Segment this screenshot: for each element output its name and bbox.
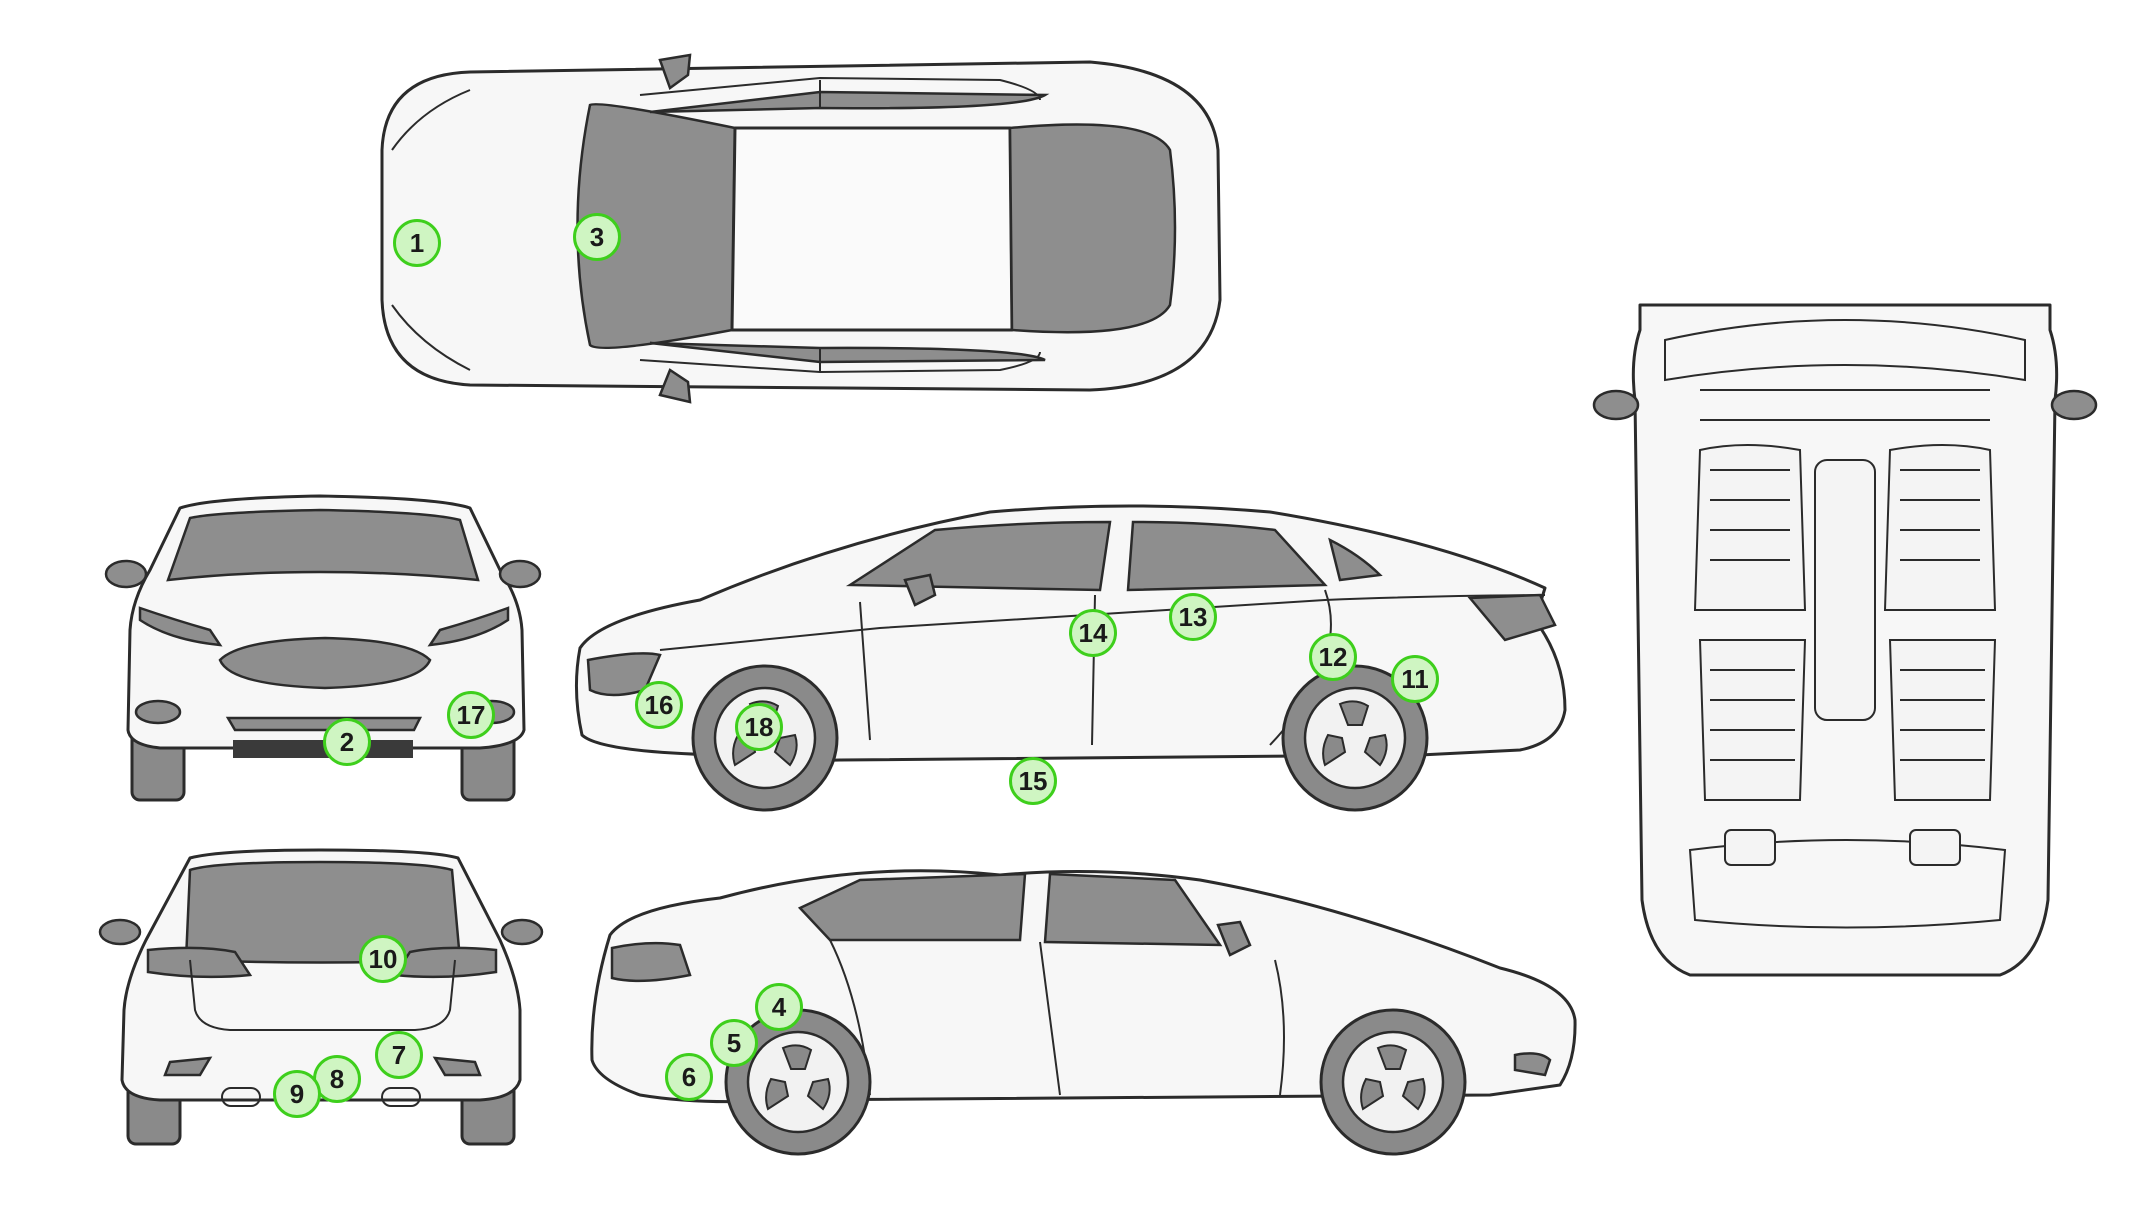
marker-13[interactable]: 13 — [1169, 593, 1217, 641]
marker-2[interactable]: 2 — [323, 718, 371, 766]
marker-10[interactable]: 10 — [359, 935, 407, 983]
top-view — [380, 53, 1222, 404]
marker-4[interactable]: 4 — [755, 983, 803, 1031]
marker-9[interactable]: 9 — [273, 1070, 321, 1118]
marker-3[interactable]: 3 — [573, 213, 621, 261]
marker-12[interactable]: 12 — [1309, 633, 1357, 681]
marker-8[interactable]: 8 — [313, 1055, 361, 1103]
marker-6[interactable]: 6 — [665, 1053, 713, 1101]
front-view — [104, 494, 542, 802]
marker-5[interactable]: 5 — [710, 1019, 758, 1067]
interior-top-view — [1592, 303, 2098, 977]
marker-15[interactable]: 15 — [1009, 757, 1057, 805]
marker-1[interactable]: 1 — [393, 219, 441, 267]
marker-17[interactable]: 17 — [447, 691, 495, 739]
side-view-right — [590, 869, 1577, 1156]
rear-view — [98, 848, 544, 1146]
marker-18[interactable]: 18 — [735, 703, 783, 751]
marker-11[interactable]: 11 — [1391, 655, 1439, 703]
marker-14[interactable]: 14 — [1069, 609, 1117, 657]
marker-7[interactable]: 7 — [375, 1031, 423, 1079]
marker-16[interactable]: 16 — [635, 681, 683, 729]
